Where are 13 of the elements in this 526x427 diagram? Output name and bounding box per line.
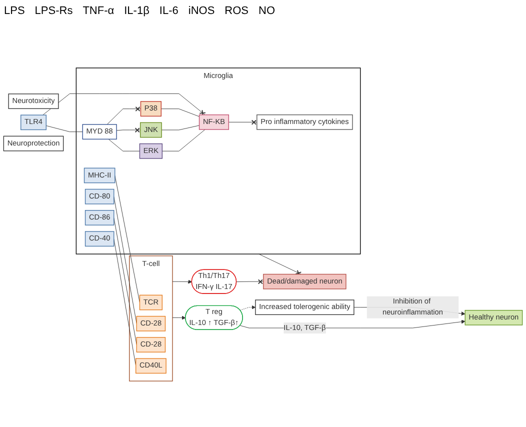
annotation-text: TNF-α bbox=[82, 4, 114, 18]
connector bbox=[161, 125, 200, 130]
annotation-text: LPS bbox=[4, 4, 25, 18]
connector bbox=[162, 129, 206, 152]
annotation-text: IL-1β bbox=[124, 4, 150, 18]
annotation-text: iNOS bbox=[188, 4, 215, 18]
connector bbox=[108, 138, 140, 152]
annotation-text: NO bbox=[258, 4, 275, 18]
connector bbox=[46, 125, 83, 132]
annotation-text: ROS bbox=[224, 4, 248, 18]
annotation-text: IL-6 bbox=[159, 4, 178, 18]
annotation-text: LPS-Rs bbox=[34, 4, 73, 18]
connector bbox=[160, 108, 200, 117]
